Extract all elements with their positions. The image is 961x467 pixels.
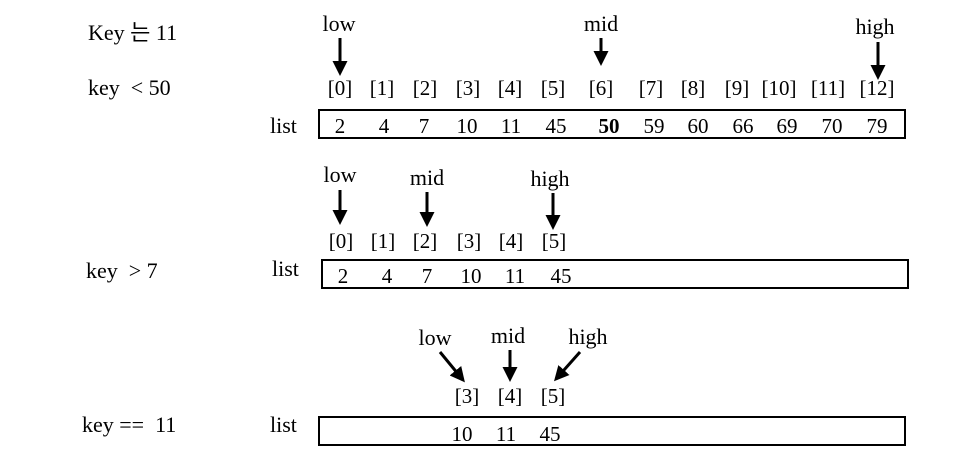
list-cell-value: 2 <box>335 114 346 138</box>
index-label: [3] <box>455 384 480 408</box>
list-label-step-1: list <box>270 113 297 138</box>
list-box-step-2 <box>321 259 909 289</box>
index-label: [1] <box>370 76 395 100</box>
list-box-step-3 <box>318 416 906 446</box>
index-label: [7] <box>639 76 664 100</box>
key-statement: Key 는 11 <box>88 20 177 45</box>
low-arrow-step-3 <box>438 351 465 383</box>
list-box-step-1 <box>318 109 906 139</box>
index-label: [8] <box>681 76 706 100</box>
list-cell-value: 11 <box>496 422 516 446</box>
index-label: [12] <box>860 76 895 100</box>
condition-step-1: key < 50 <box>88 75 171 100</box>
index-label: [5] <box>542 229 567 253</box>
index-label: [6] <box>589 76 614 100</box>
index-label: [4] <box>498 76 523 100</box>
value-row-step-2: 2 4 7 10 11 45 <box>338 264 572 288</box>
index-label: [4] <box>498 384 523 408</box>
high-pointer-label-step-3: high <box>568 324 607 349</box>
list-cell-value: 50 <box>599 114 620 138</box>
index-row-step-3: [3] [4] [5] <box>455 384 566 408</box>
list-cell-value: 45 <box>540 422 561 446</box>
index-label: [2] <box>413 76 438 100</box>
condition-step-2: key > 7 <box>86 258 158 283</box>
low-pointer-label-step-3: low <box>419 325 452 350</box>
list-cell-value: 59 <box>644 114 665 138</box>
mid-pointer-label-step-3: mid <box>491 323 525 348</box>
low-pointer-label-step-1: low <box>323 11 356 36</box>
list-cell-value: 10 <box>457 114 478 138</box>
value-row-step-3: 10 11 45 <box>452 422 561 446</box>
list-cell-value: 2 <box>338 264 349 288</box>
list-cell-value: 7 <box>419 114 430 138</box>
index-label: [10] <box>762 76 797 100</box>
condition-step-3: key == 11 <box>82 412 176 437</box>
list-cell-value: 66 <box>733 114 754 138</box>
list-label-step-3: list <box>270 412 297 437</box>
index-label: [0] <box>328 76 353 100</box>
list-cell-value: 45 <box>546 114 567 138</box>
index-label: [11] <box>811 76 845 100</box>
list-cell-value: 4 <box>379 114 390 138</box>
index-label: [4] <box>499 229 524 253</box>
value-row-step-1: 2 4 7 10 11 45 50 59 60 66 69 70 79 <box>335 114 888 138</box>
high-arrow-step-3 <box>554 351 582 382</box>
list-cell-value: 7 <box>422 264 433 288</box>
low-pointer-label-step-2: low <box>324 162 357 187</box>
index-label: [9] <box>725 76 750 100</box>
list-cell-value: 70 <box>822 114 843 138</box>
index-label: [3] <box>456 76 481 100</box>
index-label: [2] <box>413 229 438 253</box>
high-pointer-label-step-2: high <box>530 166 569 191</box>
list-cell-value: 60 <box>688 114 709 138</box>
index-label: [0] <box>329 229 354 253</box>
index-label: [5] <box>541 76 566 100</box>
list-cell-value: 79 <box>867 114 888 138</box>
list-cell-value: 4 <box>382 264 393 288</box>
index-label: [3] <box>457 229 482 253</box>
mid-pointer-label-step-1: mid <box>584 11 618 36</box>
list-cell-value: 11 <box>505 264 525 288</box>
high-pointer-label-step-1: high <box>855 14 894 39</box>
index-row-step-1: [0] [1] [2] [3] [4] [5] [6] [7] [8] [9] [10] [11] [1… <box>328 76 895 100</box>
list-cell-value: 11 <box>501 114 521 138</box>
list-cell-value: 69 <box>777 114 798 138</box>
index-label: [5] <box>541 384 566 408</box>
list-label-step-2: list <box>272 256 299 281</box>
mid-pointer-label-step-2: mid <box>410 165 444 190</box>
list-cell-value: 10 <box>461 264 482 288</box>
list-cell-value: 10 <box>452 422 473 446</box>
index-label: [1] <box>371 229 396 253</box>
list-cell-value: 45 <box>551 264 572 288</box>
index-row-step-2: [0] [1] [2] [3] [4] [5] <box>329 229 567 253</box>
